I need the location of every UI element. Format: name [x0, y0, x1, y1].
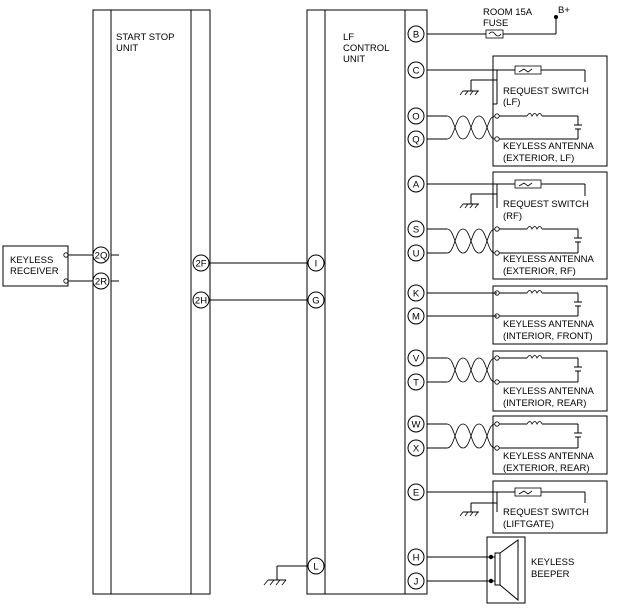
svg-text:J: J: [414, 577, 419, 588]
svg-text:V: V: [413, 354, 420, 365]
keyless-receiver-label-line1: KEYLESS: [10, 255, 53, 266]
lf-control-unit: LF CONTROL UNIT: [306, 9, 428, 595]
terminal-L: L: [263, 557, 325, 586]
ant-int-front-label-line1: KEYLESS ANTENNA: [503, 319, 594, 330]
svg-text:B: B: [413, 30, 419, 41]
svg-text:2Q: 2Q: [95, 251, 108, 262]
terminal-I: I: [307, 254, 325, 272]
svg-text:Q: Q: [412, 135, 419, 146]
beeper-label-line1: KEYLESS: [531, 557, 574, 568]
lf-control-unit-label-line1: LF: [343, 32, 354, 43]
svg-text:I: I: [315, 259, 318, 270]
request-switch-lf: REQUEST SWITCH (LF): [427, 55, 608, 167]
keyless-antenna-exterior-rear: KEYLESS ANTENNA (EXTERIOR, REAR): [427, 415, 608, 475]
ant-ext-lf-label-line2: (EXTERIOR, LF): [503, 153, 574, 164]
terminal-2H: 2H: [192, 291, 210, 309]
svg-text:C: C: [413, 66, 420, 77]
keyless-antenna-interior-rear: KEYLESS ANTENNA (INTERIOR, REAR): [427, 350, 608, 412]
fuse-label-line2: FUSE: [483, 18, 508, 29]
svg-text:H: H: [413, 553, 420, 564]
terminal-2R: 2R: [92, 272, 110, 290]
keyless-antenna-interior-front: KEYLESS ANTENNA (INTERIOR, FRONT): [427, 285, 608, 345]
svg-text:L: L: [313, 562, 318, 573]
svg-text:X: X: [413, 444, 420, 455]
start-stop-unit-label-line2: UNIT: [116, 43, 138, 54]
terminal-2F: 2F: [192, 254, 210, 272]
fuse-label-line1: ROOM 15A: [483, 7, 533, 18]
ant-ext-rear-label-line2: (EXTERIOR, REAR): [503, 463, 590, 474]
terminal-W: W: [407, 415, 425, 433]
req-rf-label-line1: REQUEST SWITCH: [503, 199, 589, 210]
svg-text:G: G: [312, 296, 319, 307]
ant-ext-rf-label-line2: (EXTERIOR, RF): [503, 266, 576, 277]
terminal-K: K: [407, 284, 425, 302]
svg-text:2R: 2R: [95, 277, 107, 288]
terminal-X: X: [407, 439, 425, 457]
lf-control-unit-label-line3: UNIT: [343, 54, 365, 65]
svg-text:S: S: [413, 225, 419, 236]
room-fuse: B+ ROOM 15A FUSE: [427, 5, 570, 39]
start-stop-unit-label-line1: START STOP: [116, 32, 174, 43]
terminal-Q: Q: [407, 130, 425, 148]
terminal-O: O: [407, 107, 425, 125]
start-stop-unit: START STOP UNIT: [92, 9, 211, 595]
ant-int-rear-label-line2: (INTERIOR, REAR): [503, 398, 586, 409]
keyless-beeper: KEYLESS BEEPER: [427, 536, 574, 604]
interconnect-wires: [210, 262, 307, 301]
svg-text:U: U: [413, 249, 420, 260]
ant-ext-lf-label-line1: KEYLESS ANTENNA: [503, 141, 594, 152]
terminal-E: E: [407, 483, 425, 501]
req-rf-label-line2: (RF): [503, 211, 522, 222]
keyless-antenna-exterior-rf: KEYLESS ANTENNA (EXTERIOR, RF): [427, 226, 594, 277]
terminal-T: T: [407, 373, 425, 391]
terminal-A: A: [407, 175, 425, 193]
keyless-antenna-exterior-lf: KEYLESS ANTENNA (EXTERIOR, LF): [427, 113, 594, 164]
ant-int-front-label-line2: (INTERIOR, FRONT): [503, 331, 593, 342]
svg-text:A: A: [413, 180, 420, 191]
ant-ext-rf-label-line1: KEYLESS ANTENNA: [503, 254, 594, 265]
svg-text:T: T: [413, 378, 419, 389]
request-switch-liftgate: REQUEST SWITCH (LIFTGATE): [427, 480, 608, 534]
keyless-receiver-label-line2: RECEIVER: [10, 266, 59, 277]
svg-text:M: M: [412, 312, 420, 323]
ant-int-rear-label-line1: KEYLESS ANTENNA: [503, 386, 594, 397]
ant-ext-rear-label-line1: KEYLESS ANTENNA: [503, 451, 594, 462]
req-lf-label-line1: REQUEST SWITCH: [503, 86, 589, 97]
terminal-B: B: [407, 25, 425, 43]
beeper-label-line2: BEEPER: [531, 569, 570, 580]
terminal-M: M: [407, 307, 425, 325]
lf-control-unit-label-line2: CONTROL: [343, 43, 389, 54]
battery-label: B+: [558, 5, 570, 16]
svg-text:E: E: [413, 488, 419, 499]
req-lf-label-line2: (LF): [503, 97, 520, 108]
svg-text:2F: 2F: [195, 259, 206, 270]
req-lg-label-line1: REQUEST SWITCH: [503, 507, 589, 518]
terminal-C: C: [407, 61, 425, 79]
svg-text:W: W: [412, 420, 421, 431]
terminal-G: G: [307, 291, 325, 309]
terminal-V: V: [407, 349, 425, 367]
req-lg-label-line2: (LIFTGATE): [503, 519, 554, 530]
terminal-H: H: [407, 548, 425, 566]
svg-text:O: O: [412, 112, 419, 123]
terminal-J: J: [407, 572, 425, 590]
terminal-2Q: 2Q: [92, 246, 110, 264]
terminal-U: U: [407, 244, 425, 262]
keyless-receiver: KEYLESS RECEIVER: [2, 245, 119, 287]
svg-text:2H: 2H: [195, 296, 207, 307]
terminal-S: S: [407, 220, 425, 238]
request-switch-rf: REQUEST SWITCH (RF): [427, 171, 608, 280]
svg-text:K: K: [413, 289, 420, 300]
